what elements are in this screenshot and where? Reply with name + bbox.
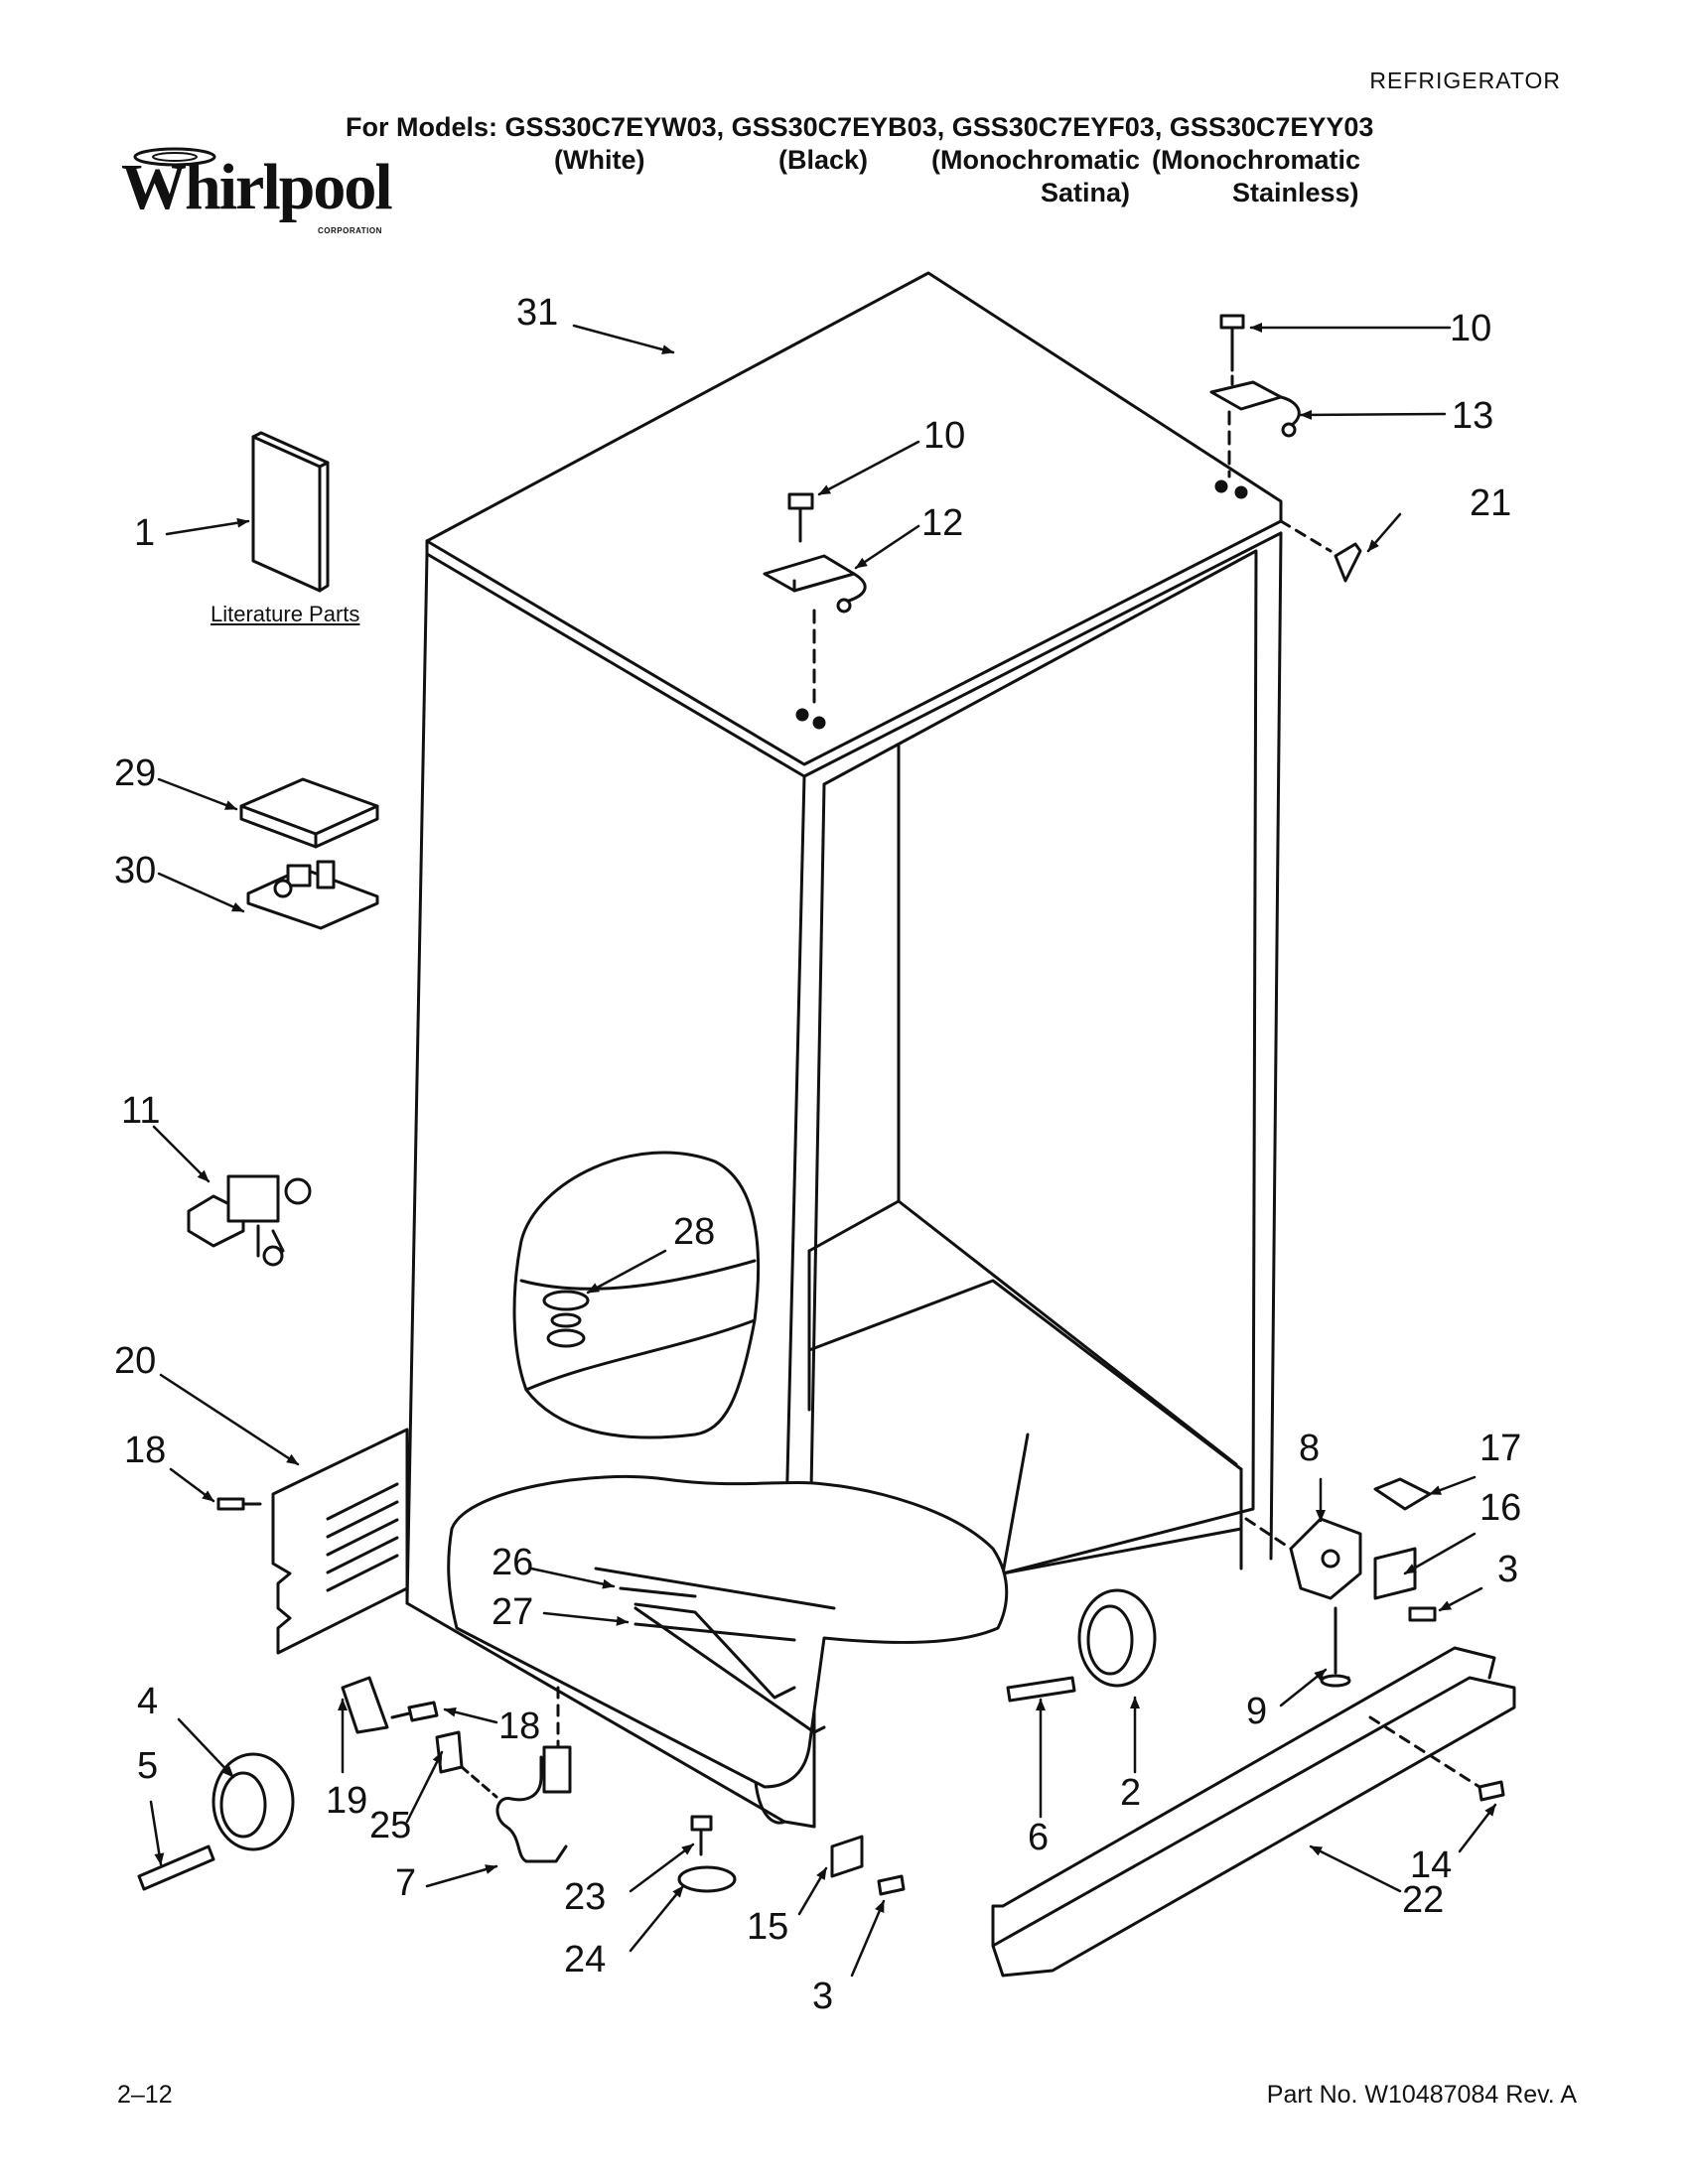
screw-23 [690, 1815, 713, 1856]
callout-22: 22 [1402, 1879, 1445, 1921]
bracket-16 [1373, 1547, 1417, 1600]
callout-3-right: 3 [1497, 1549, 1519, 1590]
callout-5: 5 [137, 1745, 159, 1787]
clip-21 [1334, 542, 1362, 583]
hinge-12 [763, 554, 867, 614]
callout-10-center: 10 [923, 415, 966, 457]
base-grille-22 [991, 1646, 1516, 1978]
board-cover [239, 777, 379, 849]
callout-6: 6 [1028, 1817, 1050, 1858]
callout-7: 7 [395, 1862, 417, 1904]
color-label-white: (White) [554, 145, 645, 175]
axle-6 [1006, 1676, 1076, 1703]
callout-23: 23 [564, 1876, 607, 1918]
grille-panel [271, 1428, 409, 1655]
callout-8: 8 [1299, 1428, 1321, 1469]
water-valve [187, 1174, 312, 1267]
logo-swirl-icon [133, 147, 216, 167]
cam-17 [1373, 1477, 1432, 1511]
callout-1: 1 [134, 512, 156, 554]
mount-24 [677, 1865, 737, 1893]
callout-26: 26 [492, 1542, 534, 1583]
page-number: 2–12 [117, 2081, 173, 2109]
callout-18-left: 18 [124, 1430, 167, 1471]
callout-24: 24 [564, 1939, 607, 1980]
drain-tube-7 [495, 1745, 572, 1863]
cutaway-lower [447, 1474, 1009, 1789]
callout-30: 30 [114, 850, 157, 891]
callout-16: 16 [1479, 1487, 1522, 1529]
callout-3-lower: 3 [812, 1976, 834, 2017]
callout-25: 25 [369, 1805, 412, 1846]
leveler-9 [1321, 1606, 1350, 1680]
part-number: Part No. W10487084 Rev. A [1266, 2081, 1577, 2109]
cutaway-upper [512, 1151, 761, 1439]
axle-5 [137, 1844, 215, 1891]
color-label-stainless: (Monochromatic [1152, 145, 1361, 175]
document-category: REFRIGERATOR [1369, 68, 1561, 93]
screw-10b [1219, 314, 1245, 364]
hinge-13 [1209, 380, 1301, 438]
callout-4: 4 [137, 1681, 159, 1722]
callout-17: 17 [1479, 1428, 1522, 1469]
hinge-8 [1289, 1517, 1362, 1600]
screw-3a [1408, 1606, 1437, 1622]
screw-3b [877, 1874, 906, 1896]
callout-13: 13 [1452, 395, 1494, 437]
logo-wordmark: Whirlpool [121, 151, 393, 223]
screw-14 [1477, 1780, 1505, 1802]
models-header: For Models: GSS30C7EYW03, GSS30C7EYB03, … [346, 111, 1373, 220]
callout-14: 14 [1410, 1844, 1453, 1886]
callout-28: 28 [673, 1211, 716, 1253]
models-line: For Models: GSS30C7EYW03, GSS30C7EYB03, … [346, 112, 1374, 142]
logo-corporation: CORPORATION [318, 226, 382, 235]
callout-27: 27 [492, 1591, 534, 1633]
control-board [246, 867, 379, 930]
screw-18a [216, 1497, 262, 1511]
tubes-26-27 [619, 1586, 796, 1642]
callout-21: 21 [1470, 482, 1512, 524]
screw-18b [390, 1701, 439, 1722]
leader-lines [149, 323, 1497, 1978]
grommet-28 [542, 1290, 590, 1348]
color-label-satina-2: Satina) [1041, 178, 1131, 207]
callout-29: 29 [114, 752, 157, 794]
callout-31: 31 [516, 292, 559, 334]
callout-18-lower: 18 [498, 1706, 541, 1747]
color-label-satina: (Monochromatic [931, 145, 1141, 175]
literature-parts-label: Literature Parts [211, 602, 360, 626]
callout-10-top-right: 10 [1450, 308, 1492, 349]
screw-10a [787, 492, 814, 543]
literature-booklet [251, 431, 330, 593]
callout-9: 9 [1246, 1691, 1268, 1732]
bracket-19 [341, 1676, 389, 1734]
callout-20: 20 [114, 1340, 157, 1382]
roller-4 [211, 1752, 295, 1851]
callout-11: 11 [121, 1090, 161, 1132]
callout-15: 15 [747, 1906, 789, 1948]
callout-12: 12 [921, 502, 964, 544]
roller-2 [1077, 1588, 1157, 1688]
color-label-black: (Black) [778, 145, 869, 175]
callout-19: 19 [326, 1780, 368, 1822]
whirlpool-logo: Whirlpool CORPORATION [117, 147, 393, 246]
color-label-stainless-2: Stainless) [1232, 178, 1359, 207]
callout-2: 2 [1120, 1772, 1142, 1814]
cabinet-shell [405, 271, 1283, 1829]
bracket-15 [830, 1835, 864, 1878]
